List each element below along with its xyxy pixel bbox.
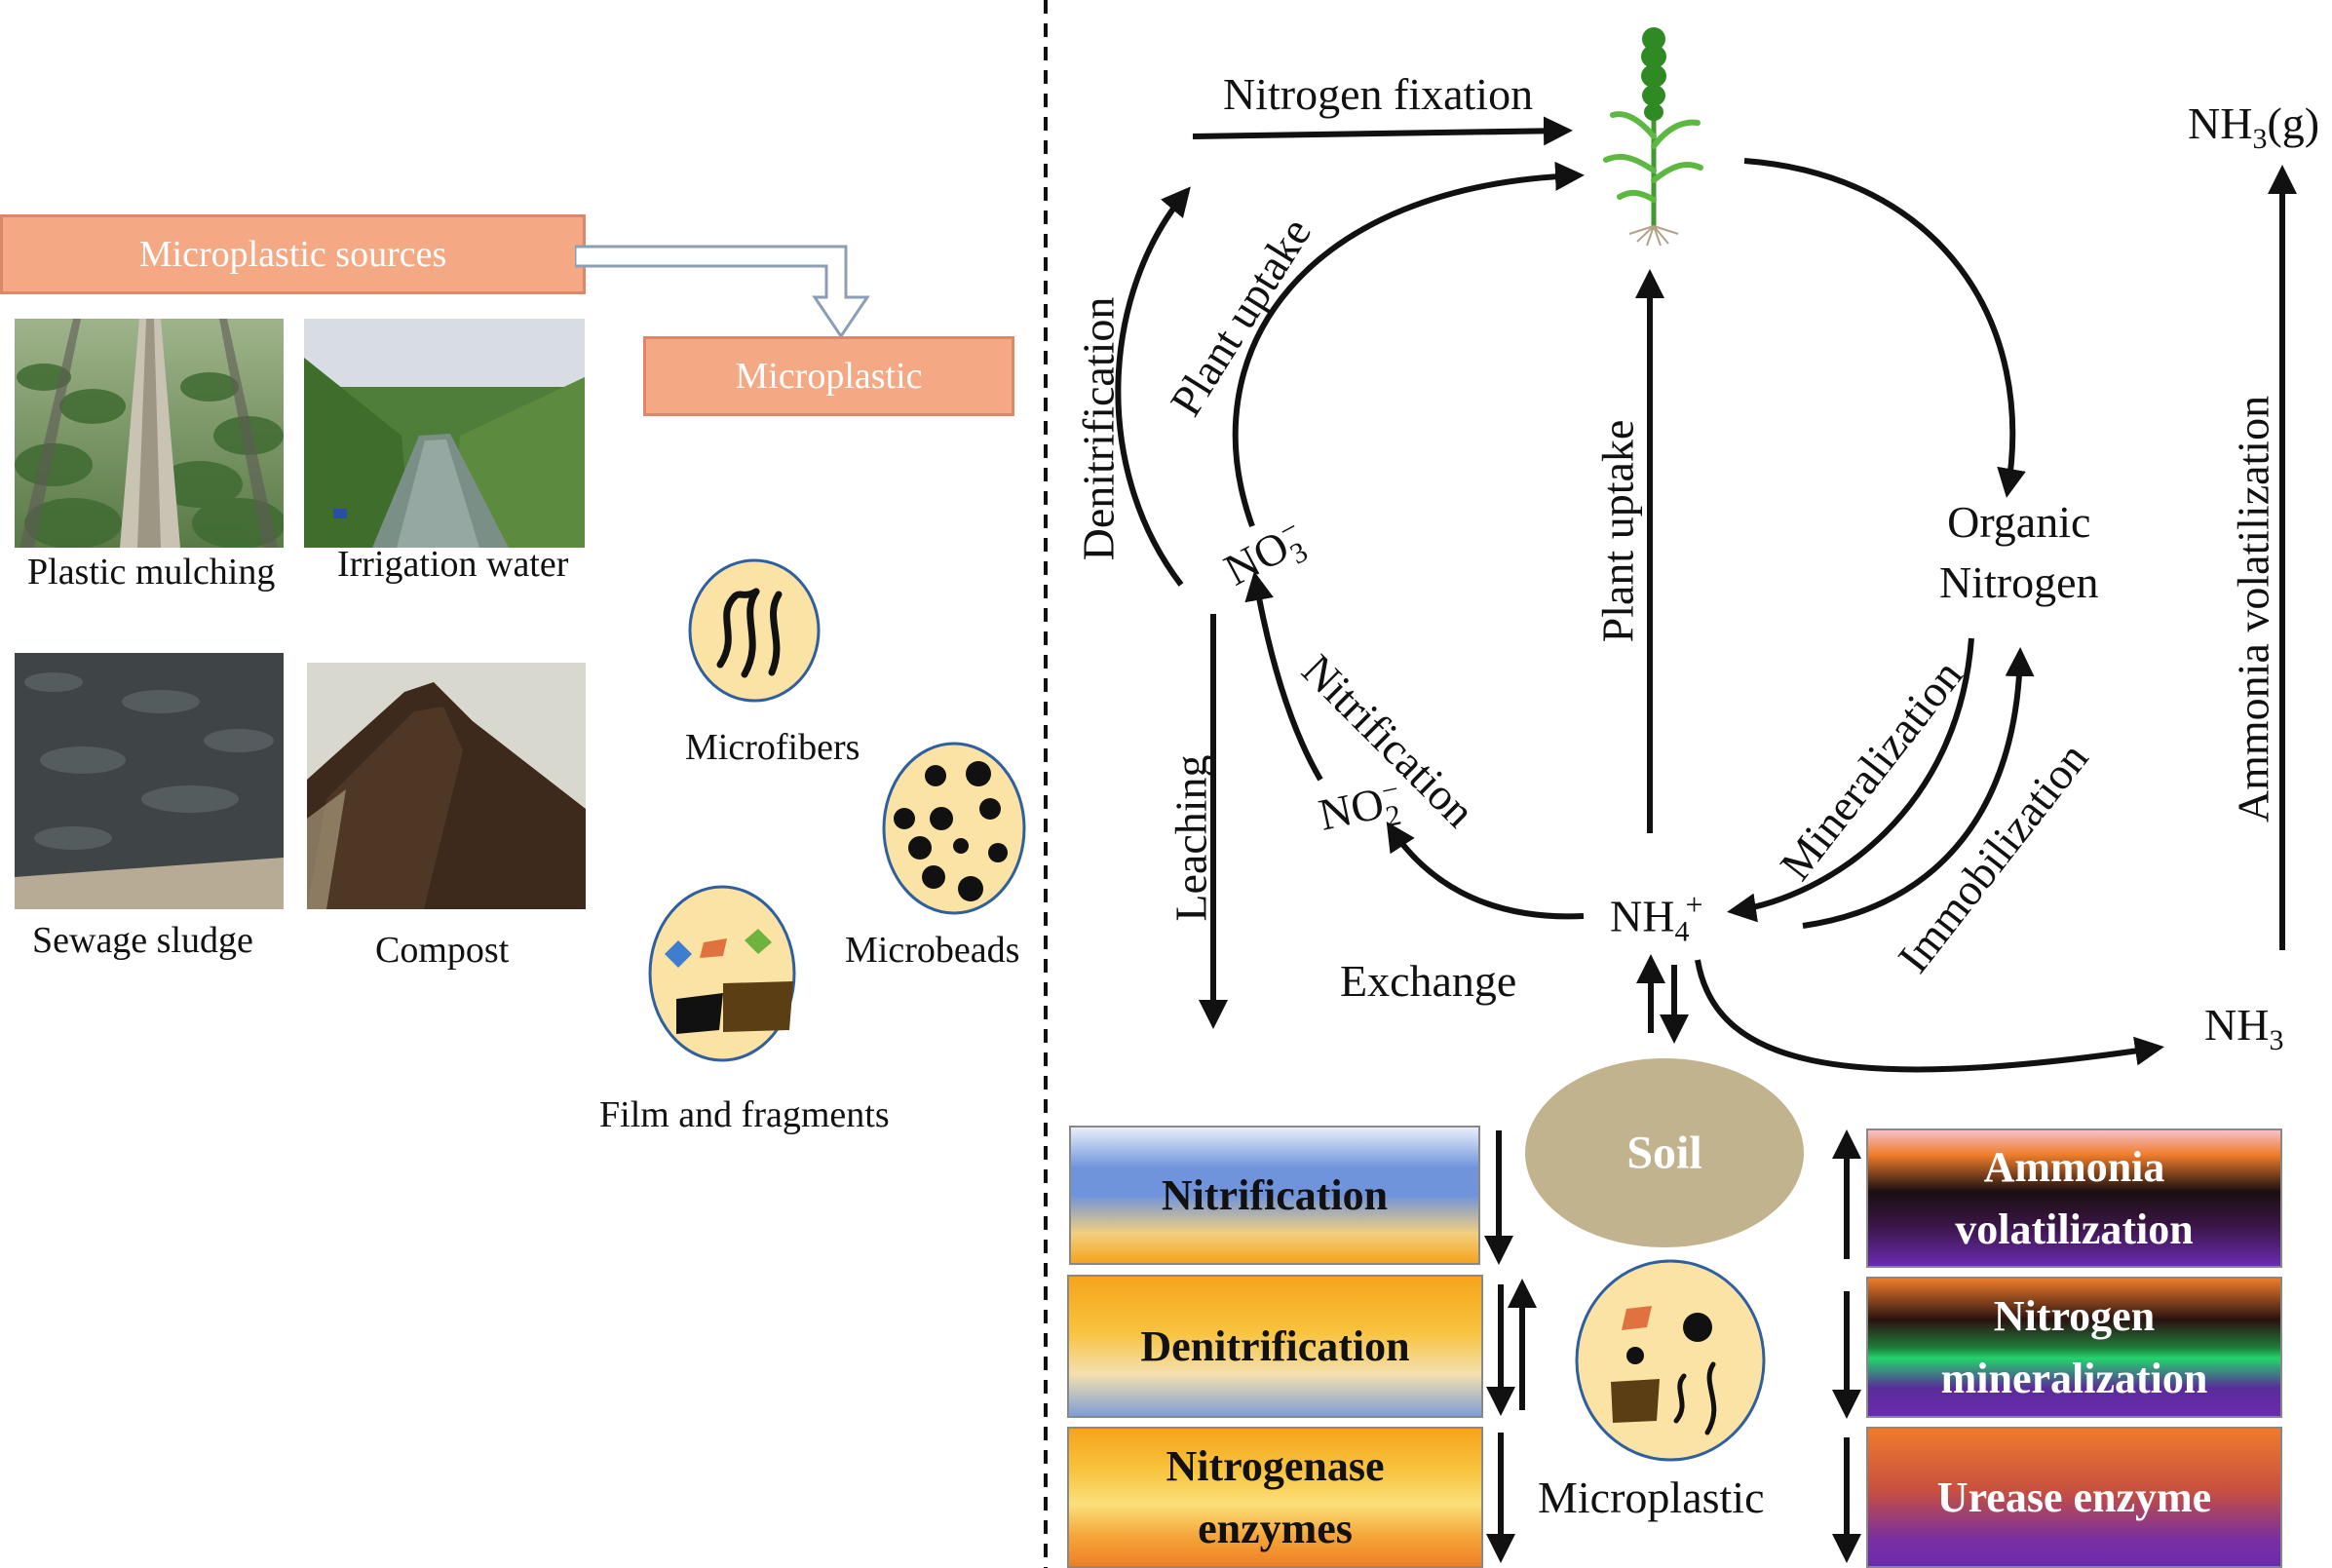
microfibers-label: Microfibers <box>685 727 860 768</box>
microfibers-icon <box>688 558 821 703</box>
nh3-label: NH3 <box>2204 1000 2284 1057</box>
nitrogen-fixation-label: Nitrogen fixation <box>1223 69 1534 119</box>
leaching-label: Leaching <box>1166 754 1216 922</box>
irrigation-water-photo <box>304 319 585 548</box>
mineralization-arrow <box>1727 637 1974 923</box>
immobilization-arrow <box>1802 647 2035 929</box>
denitrification-effect-box: Denitrification <box>1067 1275 1483 1418</box>
nh4-to-nh3-arrow <box>1695 959 2164 1073</box>
no2-to-no3-arrow <box>1244 571 1323 782</box>
microplastic-icon <box>1575 1259 1766 1462</box>
nitrification-effect-box: Nitrification <box>1069 1126 1480 1265</box>
film-fragments-icon <box>648 885 796 1062</box>
plant-uptake-left-arrow <box>1232 161 1585 528</box>
nh3-gas-label: NH3(g) <box>2188 98 2320 156</box>
panel-divider <box>1044 0 1048 1568</box>
nh4-to-no2-arrow <box>1386 821 1585 920</box>
film-fragments-label: Film and fragments <box>599 1094 890 1135</box>
sewage-sludge-photo <box>15 653 284 909</box>
soil-ellipse <box>1525 1058 1804 1247</box>
nitrogen-fixation-arrow <box>1192 116 1573 146</box>
urease-effect-box: Urease enzyme <box>1866 1427 2282 1568</box>
sources-to-microplastic-arrow <box>575 245 870 339</box>
plant-to-organic-arrow <box>1743 158 2026 498</box>
soil-label: Soil <box>1626 1127 1702 1179</box>
denitrification-arrow <box>1115 186 1191 587</box>
ammonia-volatilization-label: Ammonia volatilization <box>2228 395 2278 823</box>
organic-nitrogen-label: Organic Nitrogen <box>1939 497 2099 607</box>
plastic-mulching-caption: Plastic mulching <box>27 552 276 593</box>
microbeads-icon <box>882 742 1026 915</box>
microplastic-sources-label: Microplastic sources <box>138 234 447 275</box>
exchange-label: Exchange <box>1340 956 1517 1006</box>
irrigation-water-caption: Irrigation water <box>337 544 569 585</box>
denitrification-label: Denitrification <box>1073 296 1124 561</box>
plant-uptake-center-label: Plant uptake <box>1592 419 1643 643</box>
microplastic-target-box: Microplastic <box>643 336 1014 416</box>
microplastic-target-label: Microplastic <box>735 356 923 397</box>
sewage-sludge-caption: Sewage sludge <box>32 920 253 961</box>
microplastic-sources-box: Microplastic sources <box>0 214 586 294</box>
compost-caption: Compost <box>375 930 510 971</box>
plastic-mulching-photo <box>15 319 284 548</box>
microplastic-label: Microplastic <box>1538 1472 1765 1522</box>
microbeads-label: Microbeads <box>845 930 1020 971</box>
ammonium-label: NH4+ <box>1610 887 1703 948</box>
compost-photo <box>307 663 586 909</box>
plant-icon <box>1603 27 1703 247</box>
